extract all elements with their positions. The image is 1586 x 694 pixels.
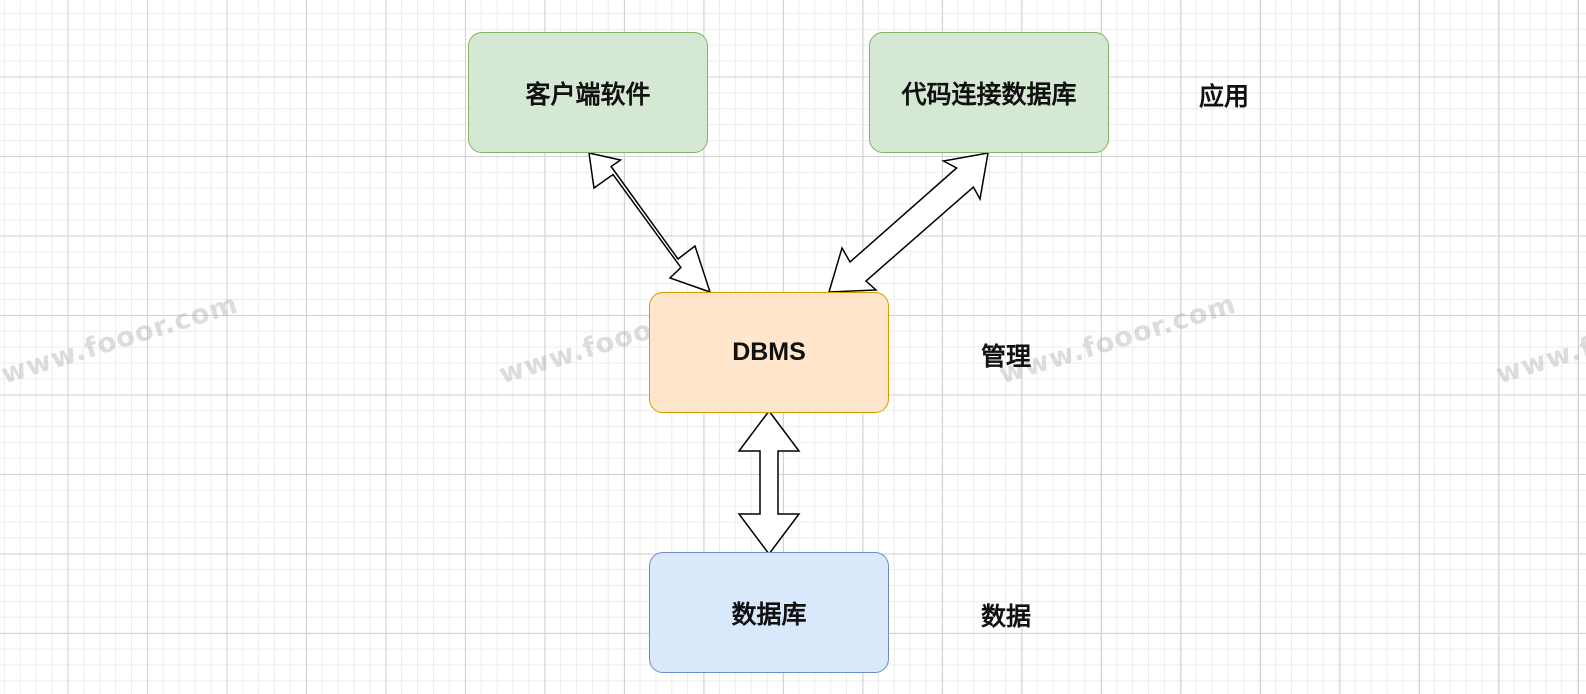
code-connect-node[interactable]: 代码连接数据库 [869, 32, 1109, 153]
database-node[interactable]: 数据库 [649, 552, 889, 673]
code-connect-label: 代码连接数据库 [901, 80, 1077, 109]
client-dbms-double-arrow [588, 152, 712, 294]
database-label: 数据库 [731, 600, 807, 629]
dbms-node[interactable]: DBMS [649, 292, 889, 413]
data-layer-label: 数据 [981, 603, 1032, 631]
management-layer-label: 管理 [981, 343, 1032, 371]
client-software-label: 客户端软件 [525, 80, 651, 109]
client-software-node[interactable]: 客户端软件 [468, 32, 708, 153]
application-layer-label: 应用 [1199, 83, 1250, 111]
dbms-database-double-arrow [737, 409, 801, 556]
code-dbms-double-arrow [827, 152, 989, 293]
dbms-label: DBMS [732, 338, 806, 366]
